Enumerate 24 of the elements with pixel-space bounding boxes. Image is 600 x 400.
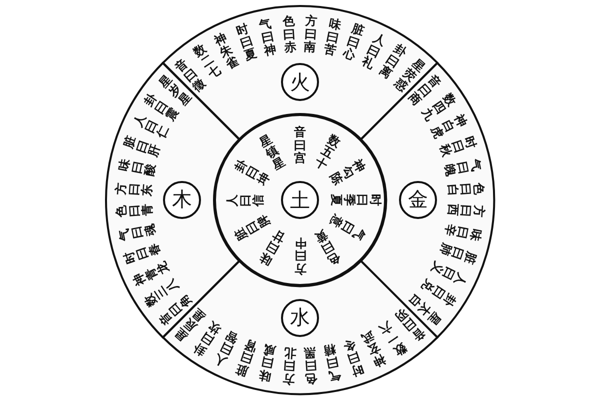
radial-text: 气曰魄	[442, 158, 484, 178]
radial-text: 味曰咸	[257, 342, 278, 384]
radial-text: 色曰赤	[281, 14, 297, 54]
radial-text: 方曰南	[303, 14, 319, 54]
radial-text: 方曰北	[281, 346, 297, 386]
radial-text: 气曰魂	[116, 222, 158, 243]
radial-text: 方曰中	[294, 236, 306, 274]
radial-text: 气曰精	[322, 342, 343, 384]
radial-text: 味曰苦	[322, 16, 342, 58]
radial-text: 方曰西	[446, 203, 486, 219]
radial-text: 方曰东	[114, 181, 154, 197]
radial-text: 卦曰坤	[232, 157, 272, 188]
radial-text: 味曰辛	[442, 222, 484, 242]
radial-text: 时曰季夏	[329, 194, 381, 206]
radial-text: 气曰神	[258, 16, 278, 58]
radial-text: 人曰信	[226, 194, 264, 206]
radial-text: 色曰白	[446, 181, 486, 197]
centre-circle	[214, 114, 386, 286]
radial-text: 色曰黑	[303, 346, 319, 386]
radial-text: 音曰宫	[294, 126, 306, 164]
radial-text: 色曰青	[114, 203, 154, 219]
radial-text: 数五十	[312, 132, 343, 172]
radial-text: 味曰酸	[116, 158, 158, 178]
radial-text: 脏曰肺	[436, 241, 478, 266]
